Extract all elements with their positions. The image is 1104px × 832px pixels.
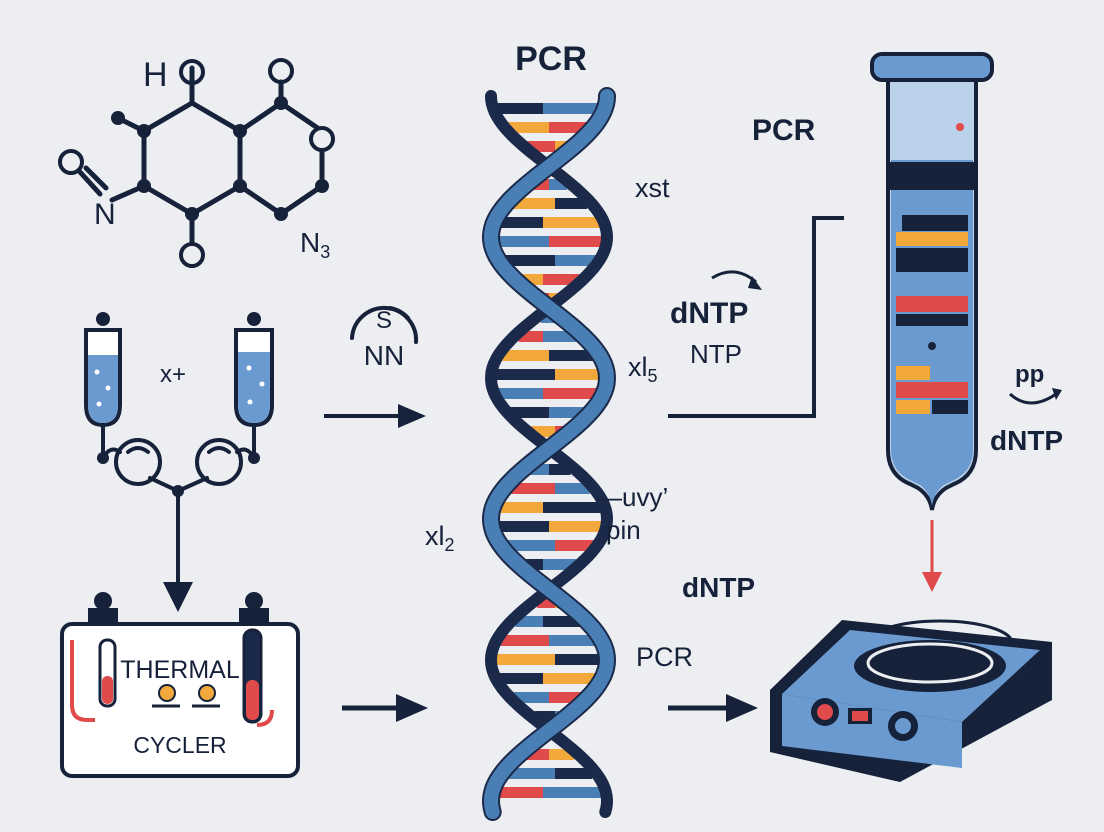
- base-pair: [498, 217, 543, 228]
- hot-plate-icon: [770, 619, 1052, 782]
- molecule-atoms: [111, 96, 329, 221]
- base-pair: [504, 540, 555, 551]
- base-pair: [543, 274, 580, 285]
- curved-arrow-head: [748, 276, 762, 290]
- label-pcr-bottom: PCR: [636, 642, 693, 672]
- label-x-plus: x+: [160, 361, 186, 388]
- label-pp: pp: [1015, 361, 1044, 388]
- label-h: H: [143, 56, 168, 94]
- base-pair: [549, 749, 574, 760]
- label-cycler: CYCLER: [133, 732, 226, 758]
- curved-arrow-icon: [711, 270, 757, 284]
- thermal-cycler-icon: [60, 592, 300, 778]
- base-pair: [543, 103, 601, 114]
- dna-helix-icon: [481, 87, 617, 821]
- base-pair: [534, 711, 555, 722]
- sn-circle-icon: [350, 306, 419, 344]
- label-xl2: xl2: [425, 521, 455, 555]
- base-pair: [510, 407, 549, 418]
- base-pair: [543, 331, 580, 342]
- label-uvy: —uvy’: [596, 482, 668, 512]
- base-pair: [498, 388, 543, 399]
- base-pair: [505, 768, 555, 779]
- base-pair: [549, 521, 603, 532]
- label-pcr-right: PCR: [752, 114, 816, 147]
- base-pair: [513, 692, 549, 703]
- label-pin: pin: [606, 515, 641, 545]
- arrow-icon: [324, 404, 426, 428]
- base-pair: [555, 255, 596, 266]
- base-pair: [496, 787, 543, 798]
- helix-strand-front: [483, 89, 615, 819]
- arrow-icon: [668, 694, 758, 722]
- label-dntp-3: dNTP: [990, 425, 1063, 456]
- base-pair: [527, 464, 549, 475]
- base-pair: [549, 122, 590, 133]
- curved-arrow-head: [1052, 388, 1062, 400]
- label-dntp-2: dNTP: [682, 572, 755, 603]
- base-pair: [495, 236, 549, 247]
- base-pair: [543, 217, 600, 228]
- base-pair: [555, 369, 603, 380]
- base-pair: [549, 464, 571, 475]
- base-pair: [524, 749, 549, 760]
- base-pair: [530, 426, 555, 437]
- flask-apparatus-icon: [84, 312, 274, 612]
- base-pair: [500, 635, 549, 646]
- base-pair: [543, 616, 583, 627]
- base-pair: [502, 255, 555, 266]
- molecule-icon: [58, 58, 335, 268]
- base-pair: [499, 673, 543, 684]
- base-pair: [549, 350, 596, 361]
- label-n: N: [94, 198, 116, 231]
- base-pair: [527, 141, 555, 152]
- base-pair: [495, 654, 555, 665]
- arrow-icon: [922, 520, 942, 592]
- base-pair: [543, 388, 600, 399]
- label-sn-n: NN: [364, 340, 404, 371]
- curved-arrow-icon: [1008, 392, 1057, 405]
- base-pair: [549, 692, 585, 703]
- base-pair: [518, 274, 543, 285]
- label-pcr-top: PCR: [515, 40, 587, 78]
- base-pair: [549, 236, 603, 247]
- label-xst: xst: [635, 173, 670, 203]
- base-pair: [543, 502, 601, 513]
- label-ntp: NTP: [690, 339, 742, 369]
- label-n3: N3: [300, 227, 330, 262]
- base-pair: [510, 198, 555, 209]
- label-xl5: xl5: [628, 352, 658, 386]
- test-tube-icon: [870, 52, 994, 511]
- connector-line: [668, 216, 844, 418]
- base-pair: [537, 597, 555, 608]
- base-pair: [543, 787, 602, 798]
- base-pair: [518, 331, 543, 342]
- base-pair: [549, 407, 588, 418]
- base-pair: [549, 635, 598, 646]
- label-dntp-1: dNTP: [670, 297, 748, 330]
- base-pair: [495, 369, 555, 380]
- base-pair: [508, 483, 555, 494]
- base-pair: [555, 654, 603, 665]
- base-pair: [521, 559, 543, 570]
- base-pair: [508, 122, 549, 133]
- label-sn-s: S: [376, 307, 392, 334]
- base-pair: [555, 198, 588, 209]
- base-pair: [549, 179, 568, 190]
- arrow-icon: [342, 694, 428, 722]
- base-pair: [495, 521, 549, 532]
- base-pair: [497, 502, 543, 513]
- base-pair: [555, 540, 594, 551]
- label-thermal: THERMAL: [120, 656, 240, 684]
- base-pair: [543, 673, 599, 684]
- base-pair: [555, 483, 590, 494]
- base-pair: [502, 350, 549, 361]
- base-pair: [497, 103, 543, 114]
- base-pair: [555, 768, 593, 779]
- base-pair: [515, 616, 543, 627]
- base-pair: [543, 559, 577, 570]
